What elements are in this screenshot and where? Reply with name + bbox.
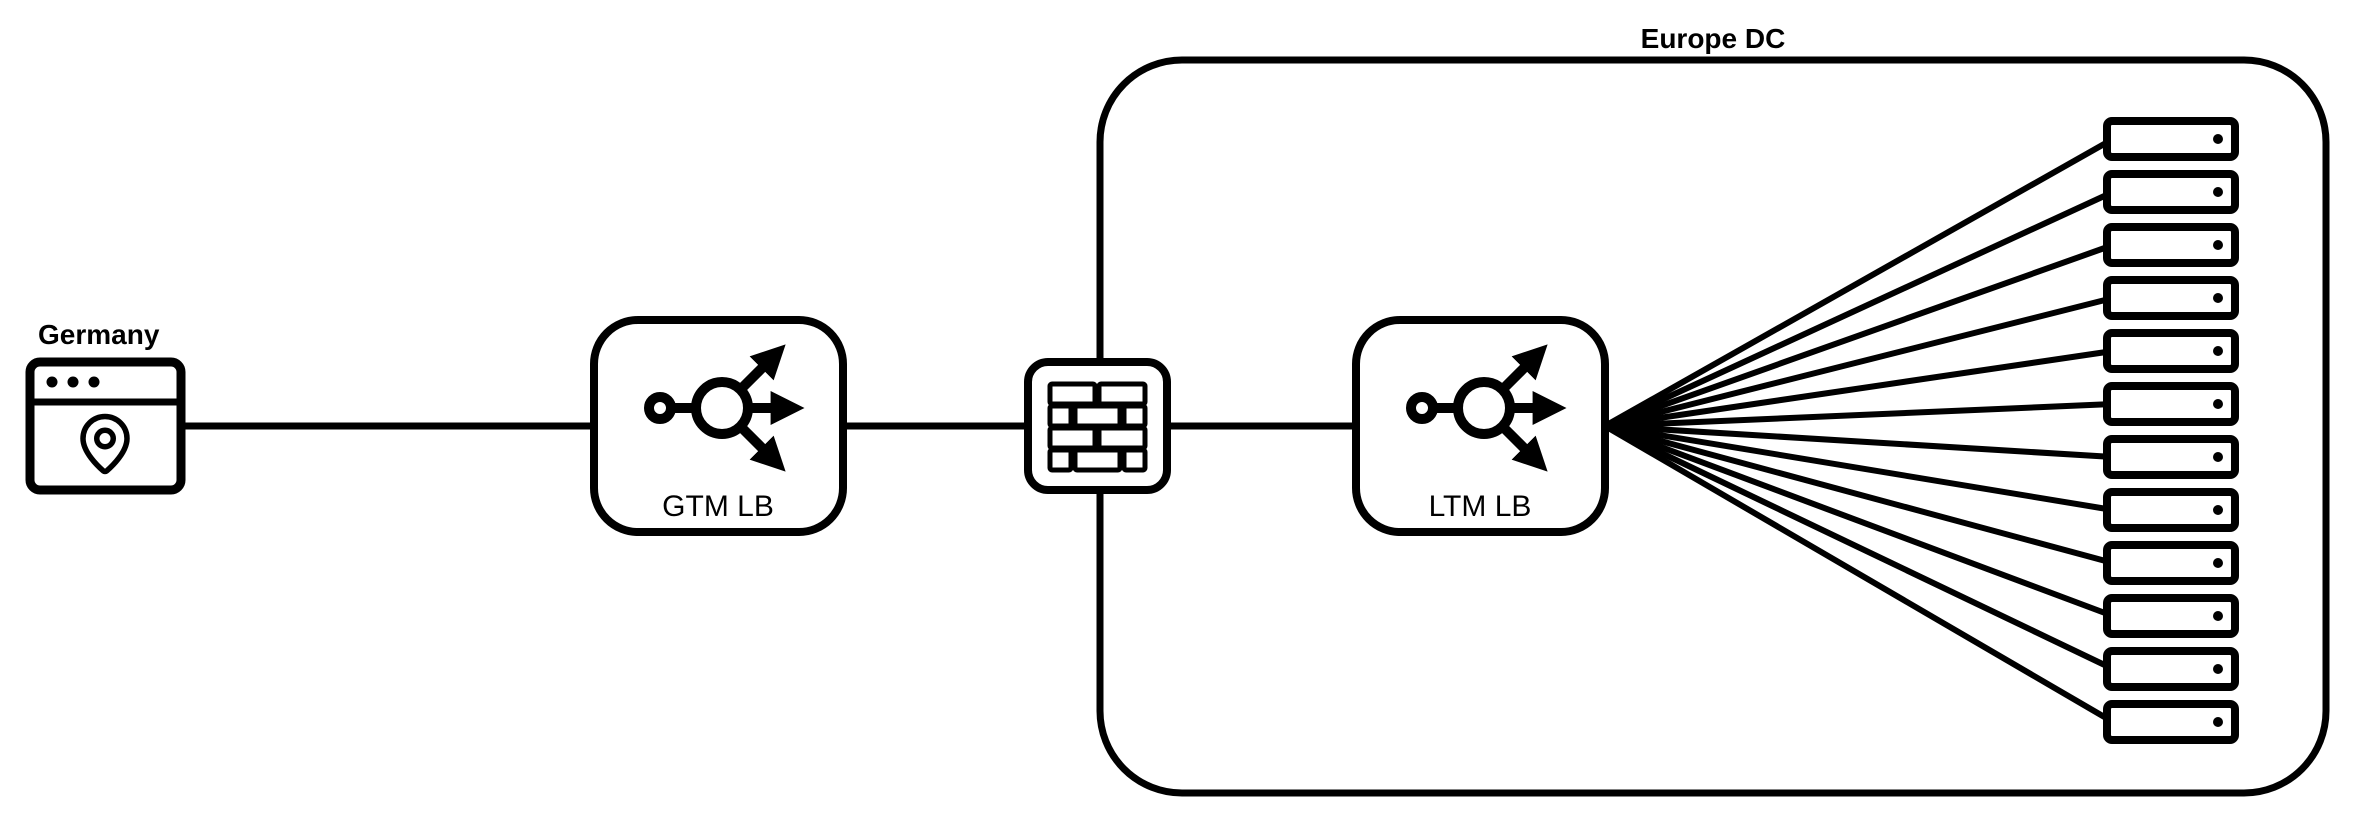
server-icon [2103,700,2239,744]
ltm-to-server-link [1604,295,2114,429]
europe-dc-label: Europe DC [1641,23,1786,54]
map-pin-icon [80,413,130,475]
ltm-to-server-link [1603,423,2115,725]
client-label: Germany [38,319,160,350]
ltm-to-server-link [1603,189,2115,429]
gtm-load-balancer-node: GTM LB [590,316,847,536]
server-icon [2103,382,2239,426]
server-icon [2103,329,2239,373]
ltm-to-server-link [1604,423,2114,513]
server-icon [2103,594,2239,638]
client-node: Germany [25,319,186,495]
server-icon [2103,223,2239,267]
server-icon [2103,647,2239,691]
ltm-to-server-links [1603,136,2115,725]
browser-icon [25,357,186,495]
server-icon [2103,117,2239,161]
ltm-load-balancer-node: LTM LB [1352,316,1609,536]
gtm-label: GTM LB [662,490,774,523]
ltm-to-server-link [1604,423,2114,460]
ltm-to-server-link [1603,136,2115,429]
ltm-to-server-link [1604,423,2114,566]
ltm-to-server-link [1603,423,2115,672]
server-icon [2103,435,2239,479]
ltm-to-server-link [1603,423,2115,619]
ltm-to-server-link [1603,242,2115,429]
ltm-to-server-link [1604,348,2114,429]
server-icon [2103,276,2239,320]
server-icon [2103,541,2239,585]
ltm-label: LTM LB [1429,490,1532,523]
server-icon [2103,170,2239,214]
server-pool [2103,117,2239,744]
firewall-icon [1024,358,1171,494]
server-icon [2103,488,2239,532]
ltm-to-server-link [1604,401,2114,429]
